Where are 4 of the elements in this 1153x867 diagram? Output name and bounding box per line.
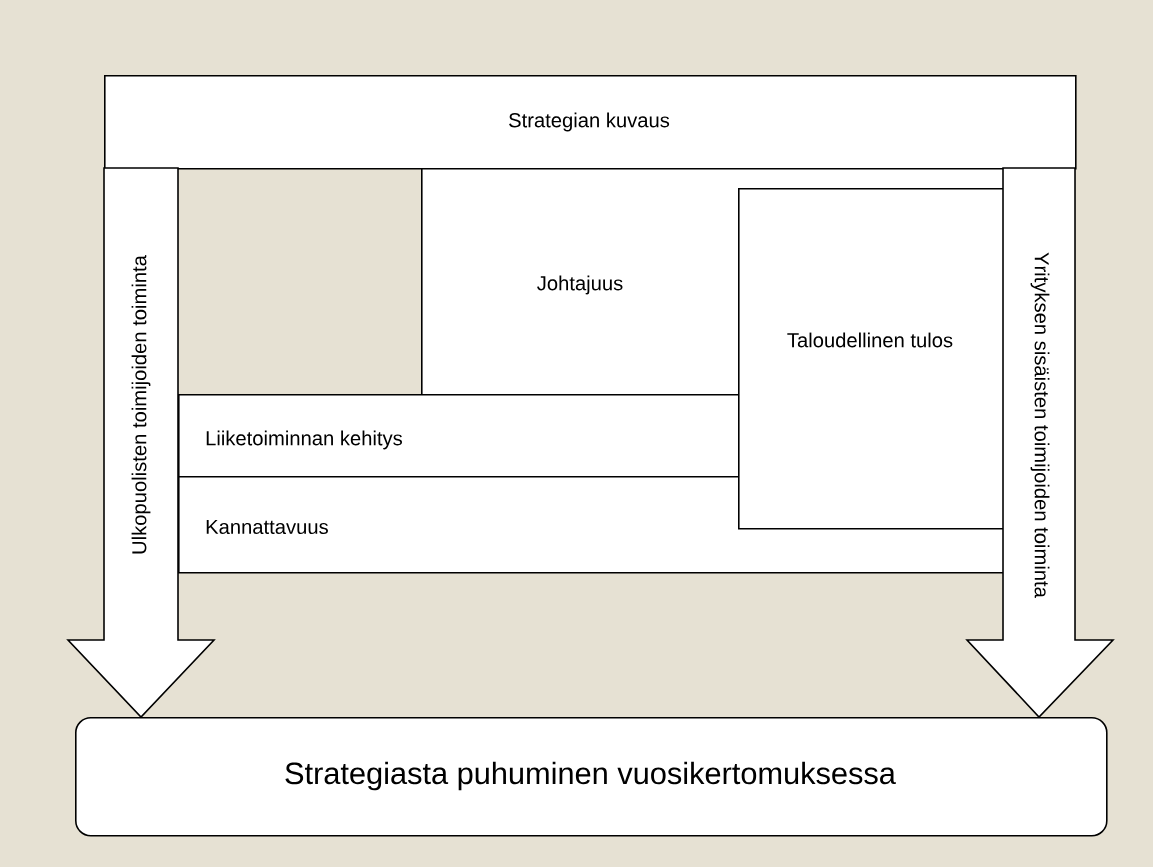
heading-box: Strategian kuvaus [104, 75, 1077, 170]
process-box: Liiketoiminnan kehitys [178, 394, 740, 478]
result-box: Strategiasta puhuminen vuosikertomuksessa [75, 717, 1108, 837]
process-box: Taloudellinen tulos [738, 188, 1005, 530]
